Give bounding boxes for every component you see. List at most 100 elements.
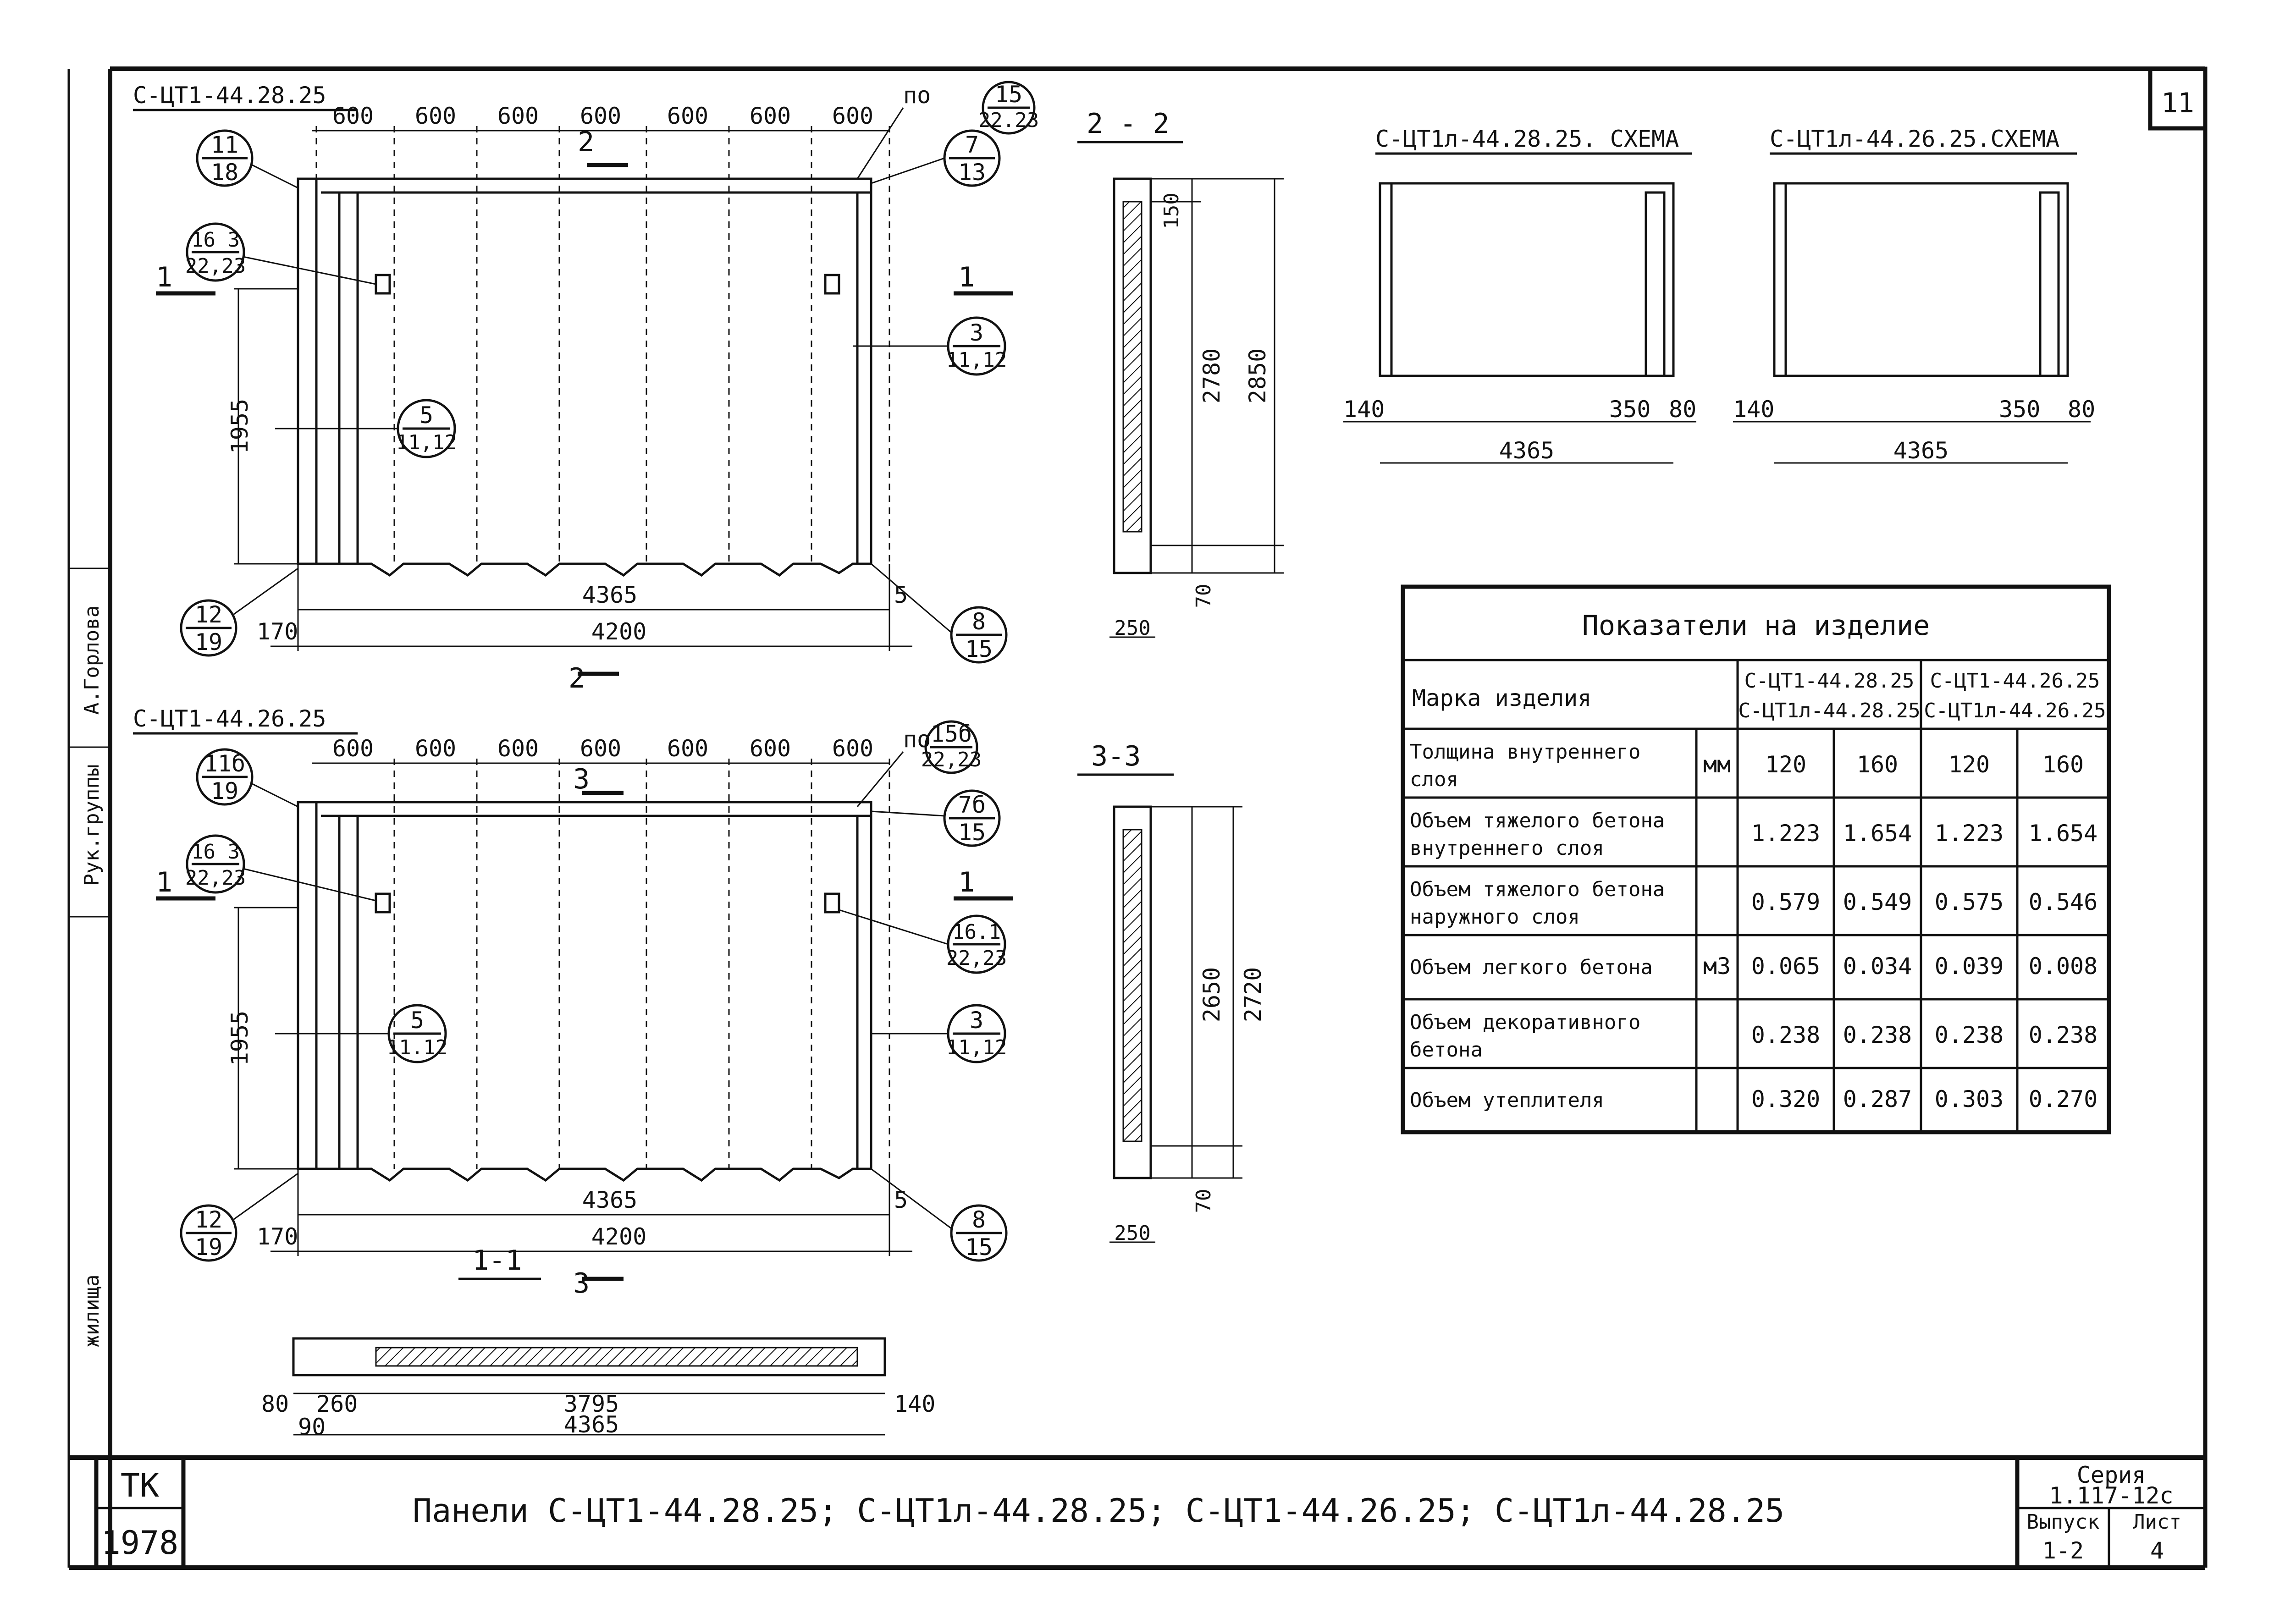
svg-text:Объем тяжелого бетона: Объем тяжелого бетона <box>1410 809 1665 832</box>
svg-text:5: 5 <box>419 402 433 429</box>
dim-4365: 4365 <box>1893 437 1948 464</box>
svg-text:0.008: 0.008 <box>2029 953 2098 980</box>
svg-text:0.549: 0.549 <box>1843 889 1912 915</box>
dim-80: 80 <box>2068 396 2095 423</box>
col-group-1-b: С-ЦТ1л-44.28.25 <box>1738 699 1920 722</box>
svg-text:1.654: 1.654 <box>2029 820 2098 847</box>
svg-text:0.238: 0.238 <box>1751 1022 1821 1048</box>
panel-top-mark: С-ЦТ1-44.28.25 <box>133 82 326 109</box>
svg-text:внутреннего слоя: внутреннего слоя <box>1410 837 1604 860</box>
series-label: Серия <box>2077 1462 2146 1488</box>
callout: 16 3 22,23 <box>185 222 246 282</box>
callout: 7 13 <box>943 129 1001 187</box>
callout: 3 11,12 <box>946 316 1007 376</box>
section-1-marker: 1 <box>958 261 975 293</box>
svg-text:16 3: 16 3 <box>191 840 240 864</box>
svg-text:15: 15 <box>965 1234 993 1261</box>
indicators-table: Показатели на изделие Марка изделия С-ЦТ… <box>1401 584 2111 1134</box>
dim-4365: 4365 <box>582 1187 637 1213</box>
table-row: Объем тяжелого бетона наружного слоя 0.5… <box>1410 878 2097 929</box>
callout: 8 15 <box>950 606 1008 664</box>
callout: 16 3 22,23 <box>185 834 246 894</box>
svg-text:0.575: 0.575 <box>1935 889 2004 915</box>
svg-text:0.287: 0.287 <box>1843 1086 1912 1112</box>
left-strip: А.Горлова Рук.группы жилища <box>69 567 110 1348</box>
svg-text:11,12: 11,12 <box>946 1036 1007 1059</box>
dim-170: 170 <box>257 618 298 645</box>
dim-2720: 2720 <box>1240 967 1266 1022</box>
svg-text:11: 11 <box>211 132 238 158</box>
section-3-marker: 3 <box>573 763 590 795</box>
callout: 8 15 <box>950 1204 1008 1262</box>
scheme-title: С-ЦТ1л-44.26.25.СХЕМА <box>1770 126 2059 152</box>
svg-text:м3: м3 <box>1703 953 1731 980</box>
dim-4365: 4365 <box>582 582 637 608</box>
spacing-label: 600 <box>580 735 621 762</box>
dim-80: 80 <box>261 1391 289 1417</box>
svg-text:Объем тяжелого бетона: Объем тяжелого бетона <box>1410 878 1665 901</box>
callout: 16.1 22,23 <box>946 914 1007 974</box>
section-1-marker: 1 <box>958 866 975 898</box>
svg-text:11б: 11б <box>204 750 245 777</box>
section-1-marker: 1 <box>156 866 172 898</box>
svg-text:160: 160 <box>2042 751 2084 778</box>
svg-text:1.223: 1.223 <box>1751 820 1821 847</box>
dim-4365: 4365 <box>564 1411 619 1438</box>
col-group-2-b: С-ЦТ1л-44.26.25 <box>1924 699 2106 722</box>
callout: 7б 15 <box>943 789 1001 847</box>
scheme-title: С-ЦТ1л-44.28.25. СХЕМА <box>1375 126 1679 152</box>
callout: 5 11.12 <box>387 1004 447 1063</box>
svg-text:22,23: 22,23 <box>921 748 982 771</box>
svg-text:слоя: слоя <box>1410 768 1458 791</box>
section-2-2: 2 - 2 150 2780 2850 70 250 <box>1077 108 1284 640</box>
dim-4200: 4200 <box>591 618 646 645</box>
callout: 5 11,12 <box>396 399 457 458</box>
svg-text:7б: 7б <box>958 792 986 818</box>
spacing-label: 600 <box>497 735 539 762</box>
spacing-label: 600 <box>332 103 374 129</box>
section-3-marker: 3 <box>573 1267 590 1299</box>
svg-text:8: 8 <box>972 1206 986 1233</box>
svg-text:12: 12 <box>195 1206 222 1233</box>
dim-1955: 1955 <box>226 399 253 454</box>
svg-text:Объем легкого бетона: Объем легкого бетона <box>1410 956 1653 979</box>
dim-4365: 4365 <box>1499 437 1554 464</box>
spacing-label: 600 <box>415 735 456 762</box>
left-strip-bottom: жилища <box>80 1275 104 1348</box>
spacing-label: 600 <box>497 103 539 129</box>
svg-text:16 3: 16 3 <box>191 228 240 252</box>
callout: 12 19 <box>180 1204 237 1262</box>
dim-250: 250 <box>1114 1222 1150 1245</box>
scheme-left: С-ЦТ1л-44.28.25. СХЕМА 140 350 80 4365 <box>1343 126 1696 464</box>
svg-text:15: 15 <box>958 819 986 846</box>
table-title: Показатели на изделие <box>1582 610 1930 642</box>
spacing-label: 600 <box>332 735 374 762</box>
svg-text:22,23: 22,23 <box>185 866 246 890</box>
svg-text:11,12: 11,12 <box>396 431 457 454</box>
callout: 11 18 <box>196 129 254 187</box>
svg-text:7: 7 <box>965 132 979 158</box>
dim-70: 70 <box>1192 1189 1215 1213</box>
svg-text:15: 15 <box>995 81 1022 108</box>
svg-text:3: 3 <box>970 1007 983 1034</box>
svg-text:160: 160 <box>1857 751 1898 778</box>
svg-text:0.238: 0.238 <box>1935 1022 2004 1048</box>
svg-text:19: 19 <box>195 1234 222 1261</box>
svg-text:Объем утеплителя: Объем утеплителя <box>1410 1089 1604 1112</box>
issue-value: 1-2 <box>2042 1537 2084 1564</box>
dim-2850: 2850 <box>1244 348 1271 403</box>
issue-label: Выпуск <box>2027 1510 2100 1534</box>
sheet-label: Лист <box>2133 1510 2181 1534</box>
dim-80: 80 <box>1669 396 1696 423</box>
table-row: Объем тяжелого бетона внутреннего слоя 1… <box>1410 809 2097 860</box>
series-value: 1.117-12с <box>2049 1482 2174 1509</box>
svg-text:11,12: 11,12 <box>946 348 1007 372</box>
spacing-label: 600 <box>832 735 873 762</box>
org-label: ТК <box>121 1467 159 1504</box>
table-row: Объем легкого бетона м3 0.065 0.034 0.03… <box>1410 953 2097 980</box>
svg-text:11.12: 11.12 <box>387 1036 447 1059</box>
dim-3795: 3795 <box>564 1391 619 1417</box>
drawing-title: Панели С-ЦТ1-44.28.25; С-ЦТ1л-44.28.25; … <box>413 1492 1784 1530</box>
sheet-number-box: 11 <box>2148 66 2208 131</box>
